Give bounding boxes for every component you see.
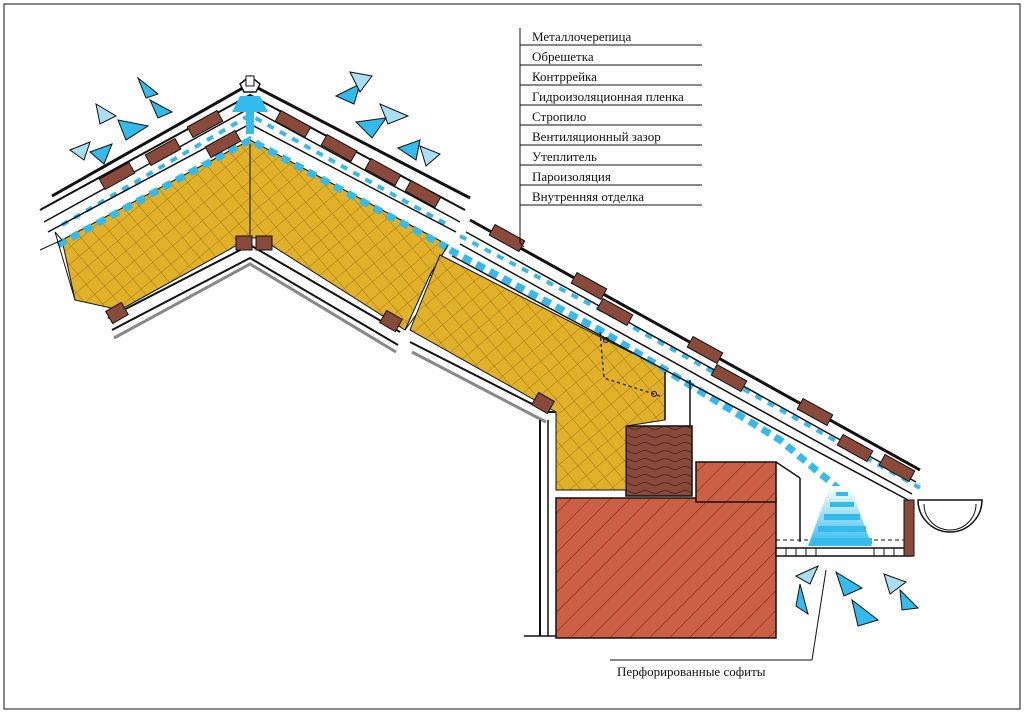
legend-inner-finish: Внутренняя отделка [532, 189, 644, 204]
eave-detail [409, 218, 983, 639]
ridge-detail [39, 75, 471, 354]
brick-wall [555, 497, 777, 639]
ventilation-gap-ridge [56, 136, 450, 252]
battens-slope [488, 223, 916, 483]
airflow-arrows-ridge [68, 71, 441, 167]
airflow-arrows-soffit [794, 565, 920, 627]
drawing-frame [3, 3, 1021, 710]
wall-top-beam [695, 461, 777, 503]
legend-insulation: Утеплитель [532, 149, 597, 164]
legend-ventilation-gap: Вентиляционный зазор [532, 129, 661, 144]
eave-airflow [808, 486, 872, 546]
rafter-stub-right [379, 309, 403, 333]
mauerlat-timber [625, 425, 693, 497]
insulation-slope [409, 254, 666, 491]
ridge-vent-airflow [232, 96, 268, 112]
legend-rafter: Стропило [532, 109, 586, 124]
legend-counter-batten: Контррейка [532, 69, 597, 84]
fascia-board [903, 499, 915, 557]
break-line-left [39, 231, 76, 301]
legend-lathing: Обрешетка [532, 49, 594, 64]
legend-metal-tile: Металлочерепица [532, 29, 631, 44]
gutter [917, 499, 983, 533]
layer-legend: Металлочерепица Обрешетка Контррейка Гид… [532, 29, 684, 204]
rafter-stub-left [105, 301, 129, 325]
legend-vapour-barrier: Пароизоляция [532, 169, 611, 184]
battens-ridge-right [274, 109, 442, 209]
soffit-label: Перфорированные софиты [617, 664, 766, 679]
legend-waterproof-membrane: Гидроизоляционная пленка [532, 89, 684, 104]
legend-leader [519, 28, 827, 661]
battens-ridge-left [98, 109, 242, 191]
